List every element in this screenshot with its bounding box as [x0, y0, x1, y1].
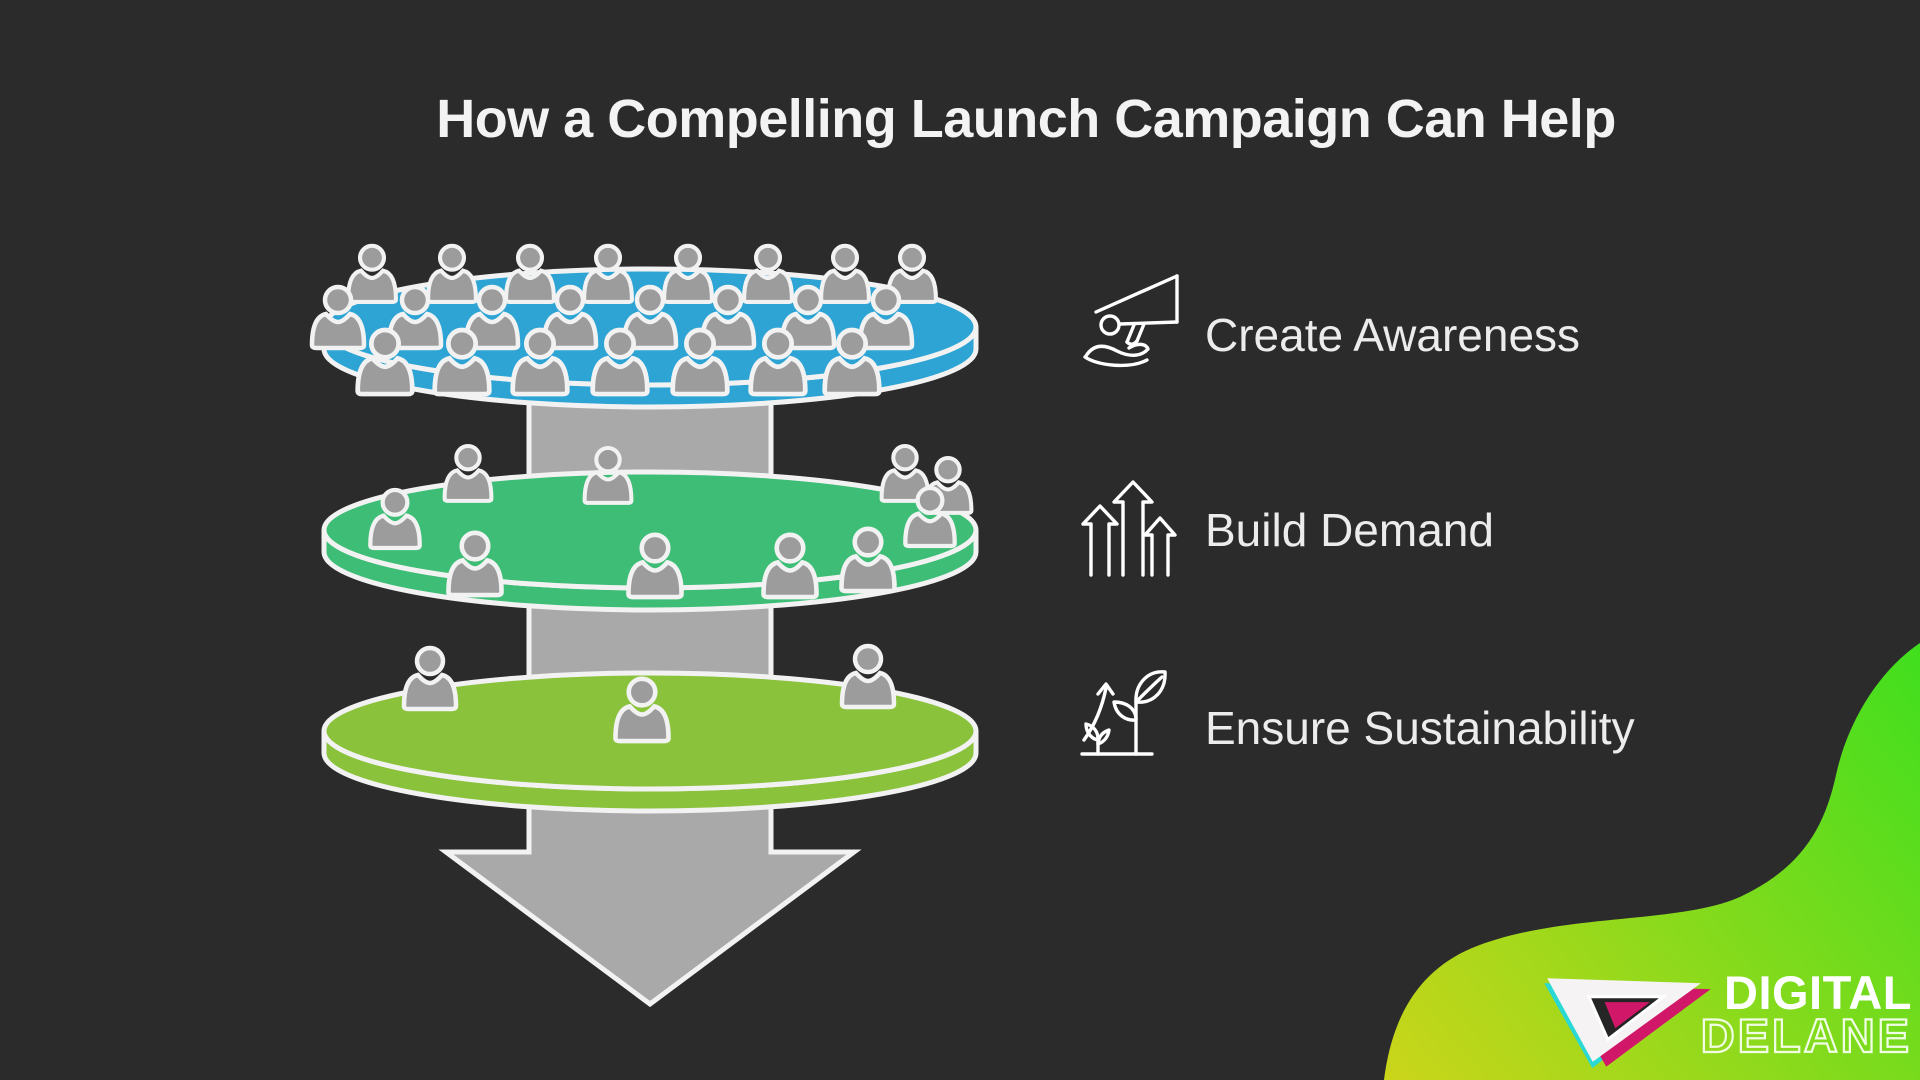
person-icon	[445, 446, 492, 501]
person-icon	[821, 246, 869, 302]
person-icon	[842, 646, 894, 707]
person-icon	[404, 648, 456, 709]
logo-wordmark-digital: DIGITAL	[1724, 966, 1912, 1019]
logo-play-mark	[1544, 978, 1711, 1069]
funnel-layer-demand	[321, 446, 979, 613]
benefit-label-ensure-sustainability: Ensure Sustainability	[1205, 702, 1635, 754]
plant-growth-icon	[1080, 670, 1167, 756]
benefit-label-create-awareness: Create Awareness	[1205, 309, 1581, 361]
megaphone-hand-icon	[1083, 274, 1179, 368]
person-icon	[348, 246, 396, 302]
funnel-layer-sustainability	[321, 646, 979, 814]
green-swoosh-shape	[1384, 643, 1920, 1080]
logo-wordmark-delane: DELANE	[1700, 1009, 1912, 1062]
growth-arrows-icon	[1081, 480, 1177, 577]
page-title: How a Compelling Launch Campaign Can Hel…	[436, 89, 1616, 150]
benefit-label-build-demand: Build Demand	[1205, 504, 1494, 556]
person-icon	[428, 246, 476, 302]
funnel-layer-awareness	[312, 246, 979, 410]
